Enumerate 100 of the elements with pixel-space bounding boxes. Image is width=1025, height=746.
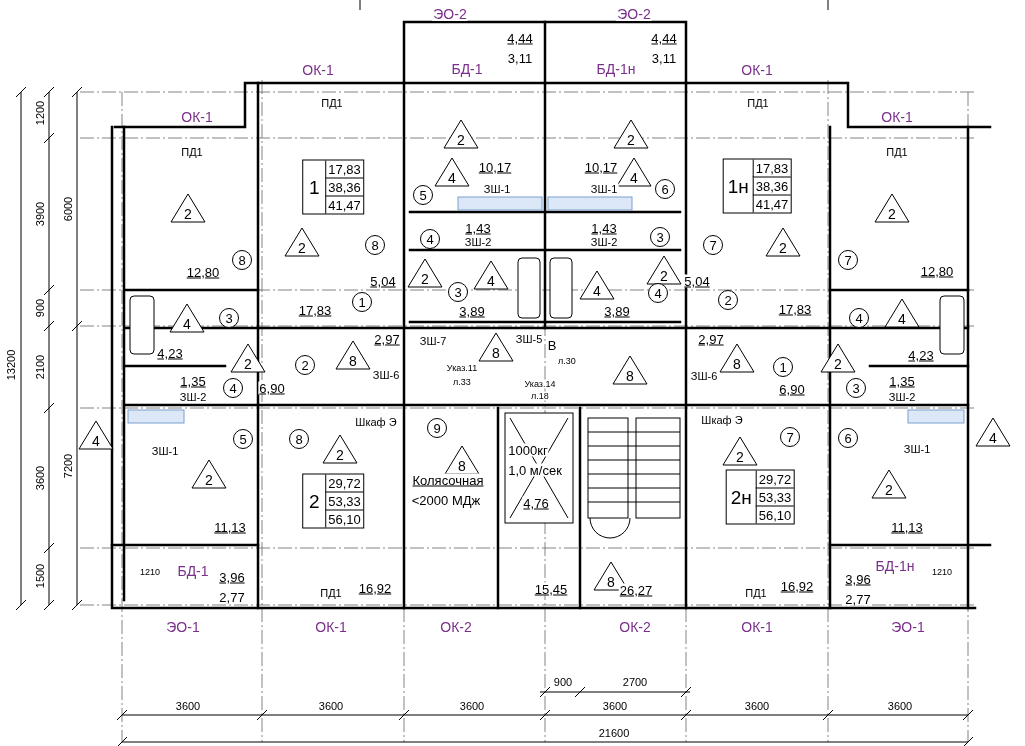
marker-number: 3 xyxy=(656,230,664,244)
plan-label: ЗШ-6 xyxy=(371,369,401,381)
area-value: 3,89 xyxy=(603,304,631,318)
area-value: Колясочная xyxy=(411,473,485,487)
plan-label: ПД1 xyxy=(319,587,343,599)
marker-number: 4 xyxy=(448,171,456,185)
element-code: ЭО-1 xyxy=(890,620,926,634)
plan-label: ЗШ-2 xyxy=(463,236,493,248)
plan-label: 2,77 xyxy=(844,592,872,606)
element-code: ОК-1 xyxy=(740,63,774,77)
element-code: ОК-1 xyxy=(740,620,774,634)
dimension-label: 13200 xyxy=(5,348,17,382)
plan-label: 1,0 м/сек xyxy=(507,463,563,477)
note-label: 1210 xyxy=(139,567,161,577)
element-code: ЭО-1 xyxy=(165,620,201,634)
marker-number: 8 xyxy=(238,253,246,267)
triangle-marker xyxy=(191,459,227,489)
dimension-label: 3600 xyxy=(174,700,202,712)
marker-number: 2 xyxy=(885,483,893,497)
dimension-label: 3900 xyxy=(34,200,46,228)
area-value: 17,83 xyxy=(777,302,813,316)
marker-number: 2 xyxy=(834,357,842,371)
element-code: ОК-1 xyxy=(301,63,335,77)
area-value: 38,36 xyxy=(325,178,363,197)
triangle-marker xyxy=(444,445,480,475)
triangle-marker xyxy=(612,355,648,385)
marker-number: 8 xyxy=(626,369,634,383)
dimension-label: 900 xyxy=(34,297,46,319)
marker-number: 2 xyxy=(244,357,252,371)
apartment-number: 1 xyxy=(308,177,320,197)
marker-number: 4 xyxy=(487,274,495,288)
element-code: БД-1 xyxy=(176,564,210,578)
marker-number: 4 xyxy=(654,286,662,300)
plan-label: ЗШ-1 xyxy=(150,445,180,457)
triangle-marker xyxy=(230,343,266,373)
plan-label: ПД1 xyxy=(744,587,768,599)
triangle-marker xyxy=(871,469,907,499)
marker-number: 2 xyxy=(301,358,309,372)
area-value: 4,23 xyxy=(907,348,935,362)
triangle-marker xyxy=(884,298,920,328)
area-value: 1,43 xyxy=(590,221,618,235)
element-code: ЭО-2 xyxy=(616,7,652,21)
dimension-label: 6000 xyxy=(62,195,74,223)
marker-number: 6 xyxy=(661,182,669,196)
element-code: ОК-1 xyxy=(314,620,348,634)
plan-label: 3,11 xyxy=(506,51,534,65)
marker-number: 2 xyxy=(205,473,213,487)
element-code: ОК-1 xyxy=(880,110,914,124)
triangle-marker xyxy=(820,343,856,373)
area-value: 2,97 xyxy=(697,332,725,346)
area-value: 4,76 xyxy=(522,496,550,510)
marker-number: 2 xyxy=(660,269,668,283)
marker-number: 9 xyxy=(433,421,441,435)
marker-number: 2 xyxy=(336,448,344,462)
plan-label: Шкаф Э xyxy=(354,416,398,428)
triangle-marker xyxy=(765,227,801,257)
marker-number: 4 xyxy=(989,431,997,445)
plan-label: ЗШ-1 xyxy=(482,183,512,195)
area-value: 5,04 xyxy=(369,274,397,288)
marker-number: 6 xyxy=(844,431,852,445)
marker-number: 2 xyxy=(779,241,787,255)
triangle-marker xyxy=(646,255,682,285)
area-value: 4,44 xyxy=(506,31,534,45)
dimension-label: 900 xyxy=(552,676,574,688)
plan-label: ЗШ-7 xyxy=(418,335,448,347)
plan-label: 2,77 xyxy=(218,590,246,604)
marker-number: 8 xyxy=(607,575,615,589)
dimension-label: 1200 xyxy=(34,99,46,127)
area-value: 29,72 xyxy=(325,474,363,493)
plan-label: Шкаф Э xyxy=(700,414,744,426)
marker-number: 2 xyxy=(457,133,465,147)
dimension-label: 3600 xyxy=(317,700,345,712)
plan-label: ПД1 xyxy=(746,97,770,109)
area-value: 4,44 xyxy=(650,31,678,45)
triangle-marker xyxy=(434,157,470,187)
dimension-label: 3600 xyxy=(34,464,46,492)
dimension-label: 2100 xyxy=(34,353,46,381)
area-value: 4,23 xyxy=(156,346,184,360)
triangle-marker xyxy=(975,417,1011,447)
area-value: 53,33 xyxy=(325,492,363,511)
marker-number: 4 xyxy=(593,284,601,298)
triangle-marker xyxy=(78,420,114,450)
area-value: 12,80 xyxy=(185,265,221,279)
marker-number: 4 xyxy=(229,381,237,395)
triangle-marker xyxy=(874,193,910,223)
marker-number: 4 xyxy=(855,311,863,325)
triangle-marker xyxy=(284,227,320,257)
area-value: 16,92 xyxy=(779,579,815,593)
marker-number: 8 xyxy=(349,354,357,368)
triangle-marker xyxy=(322,434,358,464)
marker-number: 4 xyxy=(630,171,638,185)
triangle-marker xyxy=(407,258,443,288)
plan-label: ЗШ-6 xyxy=(689,370,719,382)
plan-label: ЗШ-2 xyxy=(589,236,619,248)
area-value: 56,10 xyxy=(325,510,363,528)
apartment-info-box xyxy=(302,473,364,529)
dimension-label: 21600 xyxy=(597,727,631,739)
plan-label: В xyxy=(546,338,558,352)
triangle-marker xyxy=(613,119,649,149)
marker-number: 2 xyxy=(724,293,732,307)
